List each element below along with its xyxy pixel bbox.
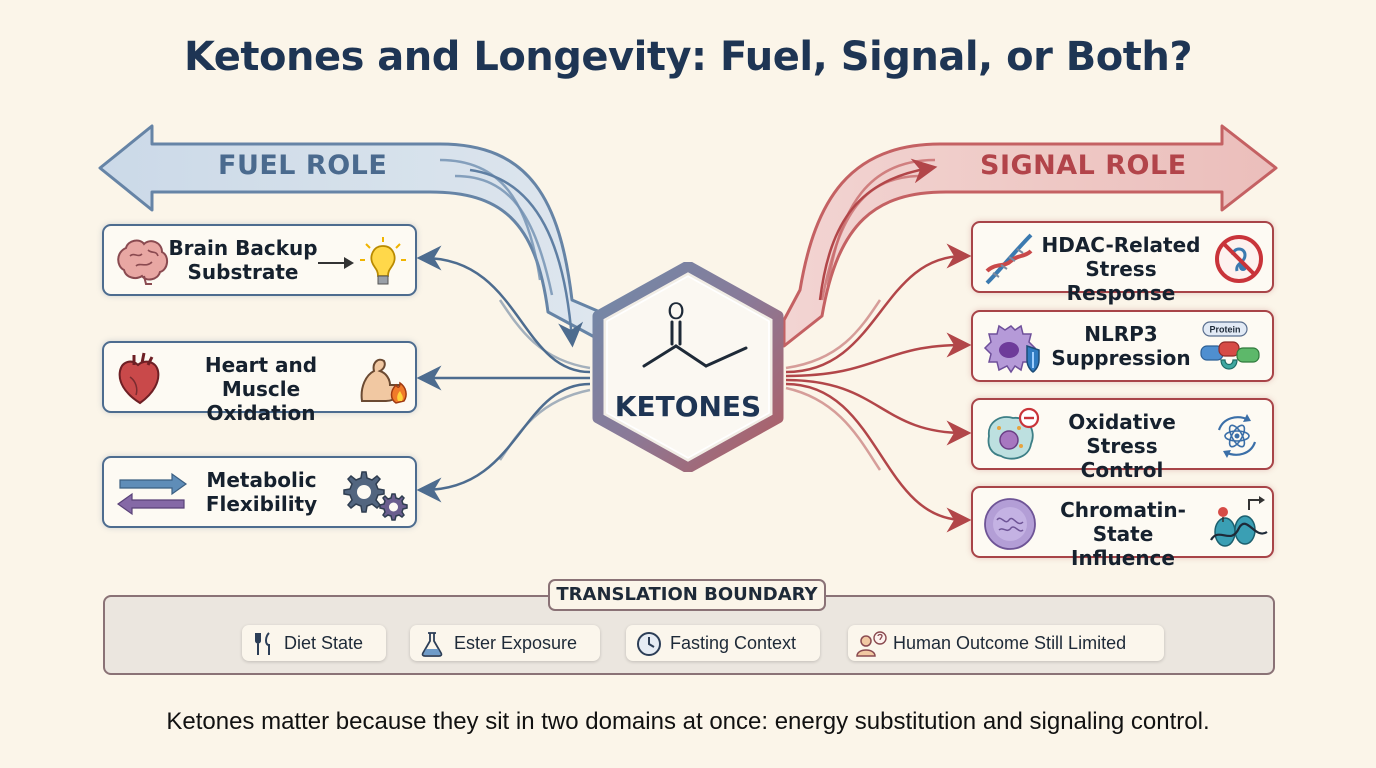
fuel-card-brain-line1: Brain Backup (168, 236, 318, 260)
fuel-card-brain-line2: Substrate (187, 260, 299, 284)
fuel-card-heart-line1: Heart and (204, 353, 318, 377)
fuel-connectors (416, 245, 591, 503)
ketone-hexagon: O (588, 260, 788, 474)
clock-icon (637, 632, 661, 656)
gears-icon (343, 471, 408, 521)
chip-diet-state: Diet State (242, 625, 386, 661)
signal-card-oxidative-line1: Oxidative (1068, 410, 1176, 434)
flask-icon (421, 632, 443, 657)
signal-card-nlrp3: NLRP3 Suppression Protein (971, 310, 1274, 382)
signal-card-oxidative: Oxidative Stress Control (971, 398, 1274, 482)
fuel-role-label: FUEL ROLE (218, 150, 388, 181)
chip-human-outcome-label: Human Outcome Still Limited (893, 633, 1127, 653)
brain-icon (117, 239, 168, 285)
ketone-structure (642, 320, 748, 368)
signal-card-nlrp3-line1: NLRP3 (1084, 322, 1158, 346)
oxygen-atom: O (667, 300, 684, 325)
chip-diet-state-label: Diet State (284, 633, 364, 653)
bidirectional-arrows-icon (116, 472, 188, 516)
nucleus-icon (984, 498, 1036, 550)
signal-card-chromatin-line2: Influence (1071, 546, 1175, 570)
chip-ester-exposure-label: Ester Exposure (454, 633, 578, 653)
caption: Ketones matter because they sit in two d… (166, 708, 1210, 735)
nucleosome-icon (1210, 496, 1268, 547)
fuel-card-heart: Heart and Muscle Oxidation (102, 341, 417, 425)
fuel-card-heart-line2: Muscle Oxidation (206, 377, 316, 425)
chip-fasting-context-label: Fasting Context (670, 633, 797, 653)
person-question-icon (856, 631, 887, 657)
fuel-card-metabolic-line2: Flexibility (205, 492, 318, 516)
atom-cycle-icon (1217, 414, 1257, 458)
dna-icon (985, 233, 1033, 285)
chip-fasting-context: Fasting Context (626, 625, 820, 661)
signal-card-oxidative-line2: Stress Control (1080, 434, 1164, 482)
signal-role-label: SIGNAL ROLE (980, 150, 1187, 181)
signal-card-chromatin-line1: Chromatin-State (1060, 498, 1186, 546)
page-title: Ketones and Longevity: Fuel, Signal, or … (183, 34, 1193, 80)
protein-badge: Protein (1209, 325, 1240, 335)
chip-human-outcome: Human Outcome Still Limited (848, 625, 1164, 661)
signal-card-hdac-line2: Stress Response (1066, 257, 1176, 305)
immune-cell-shield-icon (983, 324, 1040, 374)
ketones-label: KETONES (614, 390, 762, 423)
flexed-arm-flame-icon (360, 358, 407, 404)
chip-ester-exposure: Ester Exposure (410, 625, 600, 661)
signal-card-chromatin: Chromatin-State Influence (971, 486, 1274, 570)
fuel-card-metabolic-line1: Metabolic (206, 468, 317, 492)
signal-role-arrow (782, 124, 1278, 348)
protein-complex-icon: Protein (1200, 321, 1260, 370)
signal-card-hdac: HDAC-Related Stress Response (971, 221, 1274, 305)
no-symbol-icon (1215, 235, 1263, 283)
fuel-card-metabolic: Metabolic Flexibility (102, 456, 417, 528)
translation-boundary-title: TRANSLATION BOUNDARY (548, 579, 826, 611)
signal-card-nlrp3-line2: Suppression (1051, 346, 1191, 370)
fuel-card-brain: Brain Backup Substrate (102, 224, 417, 296)
signal-card-hdac-line1: HDAC-Related (1041, 233, 1201, 257)
fork-knife-icon (255, 632, 270, 655)
signal-connectors (785, 243, 972, 533)
lightbulb-icon (360, 237, 406, 285)
heart-icon (118, 352, 160, 405)
arrow-right-icon (318, 257, 354, 269)
cell-minus-icon (987, 407, 1040, 460)
